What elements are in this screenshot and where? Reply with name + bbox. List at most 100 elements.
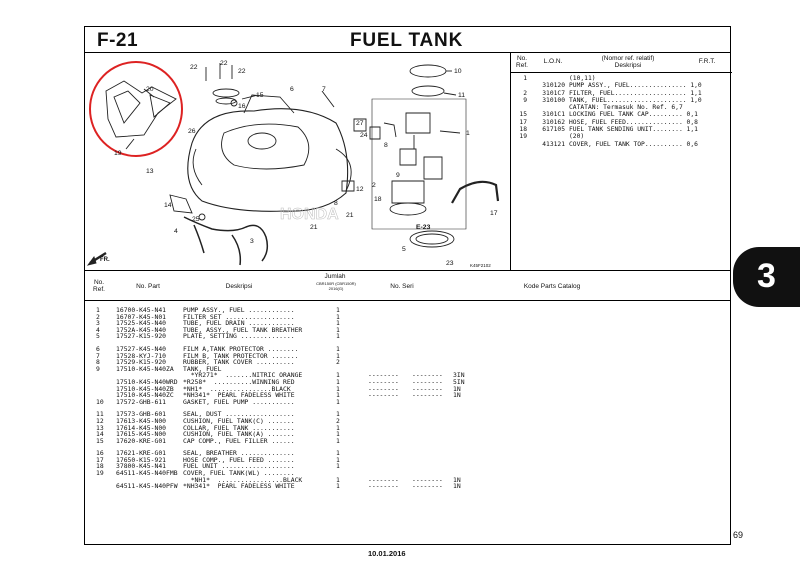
ref-text: (20) xyxy=(569,133,585,141)
cell-part: 17621-KRE-G01 xyxy=(116,449,167,458)
cell-ref: 14 xyxy=(96,430,104,439)
cell-qty: 1 xyxy=(336,377,340,386)
callout: 10 xyxy=(454,68,462,75)
callout: 11 xyxy=(458,92,465,99)
cell-part: 37800-K45-N41 xyxy=(116,462,167,471)
cell-s2: -------- xyxy=(412,482,443,491)
cell-part: 17528-KYJ-710 xyxy=(116,351,167,360)
cell-qty: 1 xyxy=(336,384,340,393)
callout: 3 xyxy=(250,238,254,245)
cell-qty: 1 xyxy=(336,325,340,334)
tank-cover xyxy=(105,80,177,138)
cell-ref: 9 xyxy=(96,364,100,373)
th-no-part: No. Part xyxy=(136,283,160,290)
section-tab-number: 3 xyxy=(757,257,776,295)
cell-desc: *YR271* .......NITRIC ORANGE xyxy=(183,371,303,380)
exploded-parts-diagram: 22 22 22 20 19 16 15 6 7 10 11 1 27 24 8… xyxy=(84,53,510,270)
ref-code: 3101C7 xyxy=(542,89,565,97)
th-catalog: Kode Parts Catalog xyxy=(523,283,581,290)
callout: 21 xyxy=(346,212,354,219)
callout: 8 xyxy=(334,200,338,207)
cell-desc: CAP COMP., FUEL FILLER ...... xyxy=(183,436,295,445)
cell-desc: TUBE, FUEL DRAIN ............ xyxy=(183,319,295,328)
th-no-ref: No.Ref. xyxy=(93,279,105,293)
cell-part: 17620-KRE-G01 xyxy=(116,436,167,445)
cell-cat: 5IN xyxy=(453,377,465,386)
ref-text: CATATAN: Termasuk No. Ref. 6,7 xyxy=(569,104,683,112)
callout: 8 xyxy=(384,142,388,149)
cell-desc: FUEL UNIT ................... xyxy=(183,462,295,471)
cell-part: 17650-K15-921 xyxy=(116,455,167,464)
ref-ref: 18 xyxy=(519,126,527,134)
fuel-tank-body xyxy=(187,108,349,212)
cell-s1: -------- xyxy=(368,475,399,484)
cell-qty: 1 xyxy=(336,430,340,439)
callout: 5 xyxy=(402,246,406,253)
cell-qty: 1 xyxy=(336,371,340,380)
ref-col-noref: No.Ref. xyxy=(516,55,528,69)
highlight-circle xyxy=(89,61,183,157)
callout: 15 xyxy=(256,92,264,99)
th-serial: No. Seri xyxy=(390,283,414,290)
cell-ref: 10 xyxy=(96,397,104,406)
cell-ref: 2 xyxy=(96,312,100,321)
callout: 23 xyxy=(446,260,454,267)
cell-qty: 1 xyxy=(336,449,340,458)
cell-desc: *NH341* PEARL FADELESS WHITE xyxy=(183,482,295,491)
cell-ref: 8 xyxy=(96,358,100,367)
table-row: 17510-K45-N40WRD*R258* ..........WINNING… xyxy=(88,379,718,386)
cell-ref: 11 xyxy=(96,410,104,419)
page-number: 69 xyxy=(733,530,744,540)
ref-list-row: 19(20) xyxy=(511,133,732,140)
ref-list-row: CATATAN: Termasuk No. Ref. 6,7 xyxy=(511,104,732,111)
cell-desc: SEAL, BREATHER .............. xyxy=(183,449,295,458)
callout: 14 xyxy=(164,202,172,209)
cell-qty: 1 xyxy=(336,436,340,445)
ref-code xyxy=(527,104,569,111)
ref-list-header: No.Ref. L.O.N. (Nomor ref. relatif)Deskr… xyxy=(511,53,732,73)
section-tab[interactable]: 3 xyxy=(733,247,800,307)
ref-ref: 9 xyxy=(523,96,527,104)
callout: 17 xyxy=(490,210,498,217)
cell-part: 17615-K45-N00 xyxy=(116,430,167,439)
ref-text: FILTER, FUEL................... 1,1 xyxy=(569,89,702,97)
cell-qty: 1 xyxy=(336,351,340,360)
cell-qty: 2 xyxy=(336,358,340,367)
watermark: HONDA xyxy=(280,206,339,223)
ref-text: (10,11) xyxy=(569,75,596,82)
callout: 19 xyxy=(114,150,122,157)
ref-code xyxy=(527,75,569,82)
cell-qty: 1 xyxy=(336,462,340,471)
callout: 6 xyxy=(290,86,294,93)
cell-qty: 1 xyxy=(336,306,340,314)
callout: 22 xyxy=(220,60,228,67)
cell-desc: RUBBER, TANK COVER .......... xyxy=(183,358,295,367)
cell-s1: -------- xyxy=(368,384,399,393)
diagram-svg: 22 22 22 20 19 16 15 6 7 10 11 1 27 24 8… xyxy=(86,60,500,268)
cell-s1: -------- xyxy=(368,482,399,491)
print-date: 10.01.2016 xyxy=(368,549,406,558)
cell-cat: 3IN xyxy=(453,371,465,380)
cell-qty: 2 xyxy=(336,416,340,425)
cell-s2: -------- xyxy=(412,377,443,386)
th-qty-sub: CBR150R (CBR150R)2016(G) xyxy=(316,281,356,291)
cell-part: 1752A-K45-N40 xyxy=(116,325,167,334)
cell-desc: *NH341* PEARL FADELESS WHITE xyxy=(183,391,295,400)
cell-desc: *R258* ..........WINNING RED xyxy=(183,377,295,386)
cell-desc: CUSHION, FUEL TANK(A) ....... xyxy=(183,430,295,439)
cell-ref: 13 xyxy=(96,423,104,432)
ref-col-lon: L.O.N. xyxy=(543,58,563,65)
page-frame xyxy=(84,26,731,545)
cell-part: 17527-K45-N40 xyxy=(116,344,167,353)
cell-qty: 1 xyxy=(336,482,340,491)
cell-part: 17613-K45-N00 xyxy=(116,416,167,425)
